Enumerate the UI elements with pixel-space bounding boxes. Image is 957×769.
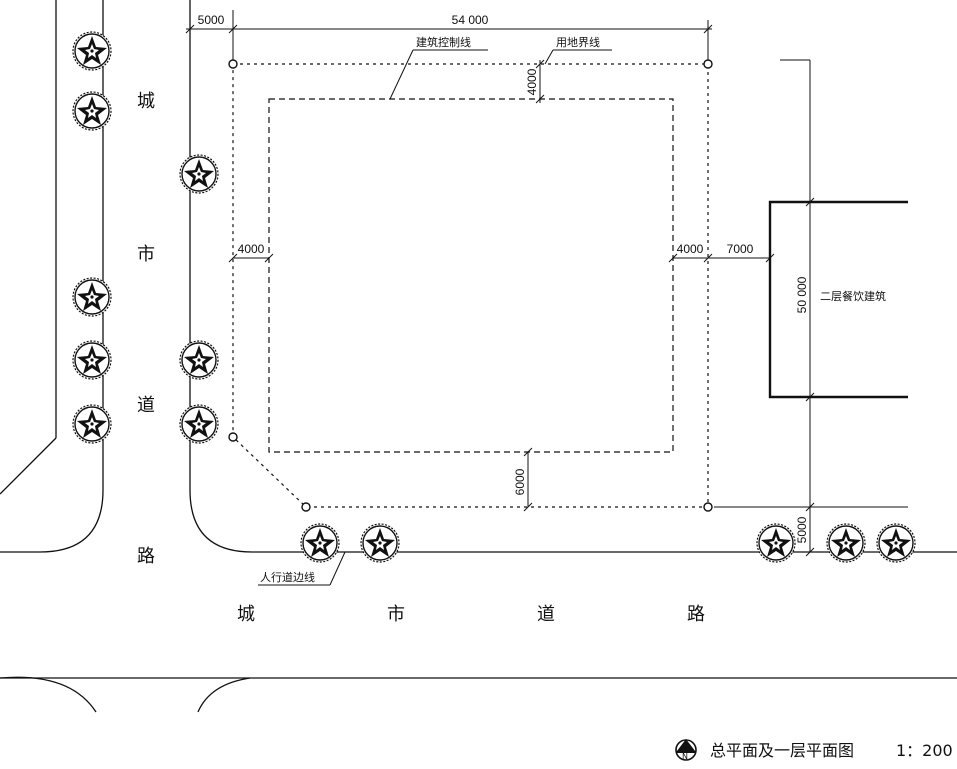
boundary-corner-marker (228, 432, 238, 442)
tree-icon (360, 523, 400, 563)
boundary-corner-marker (703, 502, 713, 512)
tree-icon (876, 523, 916, 563)
boundary-corner-marker (228, 59, 238, 69)
label-sidewalk-edge: 人行道边线 (260, 570, 315, 584)
tree-icon (72, 91, 112, 131)
west-road-char: 路 (137, 546, 155, 567)
west-road-char: 市 (137, 244, 155, 265)
label-neighbor-building: 二层餐饮建筑 (820, 289, 886, 303)
dim-text-sidewalk-offset: 5000 (198, 13, 225, 27)
dim-text-neighbor-gap: 7000 (727, 242, 754, 256)
dim-text-west-setback: 4000 (238, 242, 265, 256)
dim-west-setback (228, 253, 274, 263)
tree-icon (72, 277, 112, 317)
tree-icon (300, 523, 340, 563)
dim-text-south-sidewalk: 5000 (795, 516, 809, 543)
north-arrow-icon: N (675, 739, 697, 761)
sidewalk-edge-line (189, 0, 957, 553)
south-road-far-edge (0, 676, 957, 713)
south-road-char: 城 (237, 604, 255, 625)
tree-icon (179, 340, 219, 380)
west-road-left-edge (0, 0, 57, 495)
south-road-char: 市 (387, 604, 405, 625)
dim-south-sidewalk (805, 502, 815, 557)
tree-icon (72, 404, 112, 444)
site-boundary-line (228, 59, 713, 512)
dim-top-chain (185, 10, 713, 60)
dim-east-chain (668, 253, 775, 263)
west-road-char: 道 (137, 395, 155, 416)
dim-text-neighbor-length: 50 000 (795, 276, 809, 313)
dim-text-site-width: 54 000 (452, 13, 489, 27)
tree-icon (756, 523, 796, 563)
drawing-scale: 1：200 (896, 741, 953, 760)
label-site-boundary: 用地界线 (556, 35, 600, 49)
leader-site-boundary (544, 49, 612, 65)
leader-building-control-line (389, 49, 488, 100)
street-trees (72, 31, 916, 563)
boundary-corner-marker (703, 59, 713, 69)
west-road-sidewalk-curve (0, 0, 104, 553)
drawing-title: 总平面及一层平面图 (710, 741, 854, 760)
west-road-char: 城 (137, 91, 155, 112)
tree-icon (179, 154, 219, 194)
dim-text-south-setback: 6000 (513, 468, 527, 495)
leader-sidewalk-edge (258, 551, 346, 586)
dim-text-east-setback: 4000 (677, 242, 704, 256)
tree-icon (179, 404, 219, 444)
label-building-control-line: 建筑控制线 (416, 35, 471, 49)
building-control-line (268, 98, 674, 453)
dim-neighbor-length (770, 197, 815, 402)
boundary-corner-marker (301, 502, 311, 512)
neighbor-building (768, 200, 908, 399)
dim-text-north-setback: 4000 (525, 68, 539, 95)
svg-text:N: N (682, 752, 688, 761)
tree-icon (72, 340, 112, 380)
dim-south-setback (523, 447, 533, 512)
south-road-char: 路 (687, 604, 705, 625)
south-road-char: 道 (537, 604, 555, 625)
dim-north-setback (535, 59, 545, 104)
tree-icon (72, 31, 112, 71)
tree-icon (826, 523, 866, 563)
